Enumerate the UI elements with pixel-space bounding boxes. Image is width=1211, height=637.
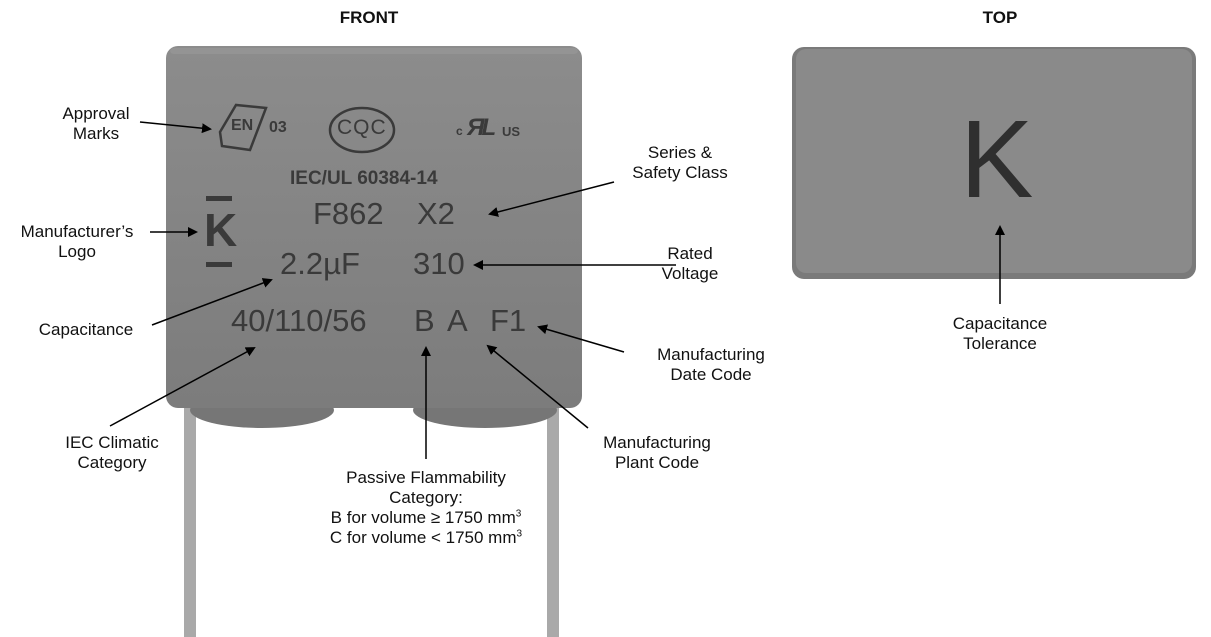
standard-marking: IEC/UL 60384-14 [290, 168, 438, 189]
arrow-date [537, 324, 625, 353]
svg-text:EN: EN [231, 117, 253, 134]
flammability-marking: B [414, 303, 435, 338]
arrow-climatic [109, 347, 256, 427]
ul-mark-icon: ЯL [467, 114, 496, 141]
capacitance-marking: 2.2µF [280, 246, 360, 281]
series-marking: F862 [313, 196, 384, 231]
callout-capacitance: Capacitance [38, 320, 134, 339]
cqc-circle [328, 106, 396, 154]
logo-overbar [206, 196, 232, 201]
arrow-capacitance [151, 278, 273, 326]
safety-class-marking: X2 [417, 196, 455, 231]
en-mark-icon: EN [218, 103, 268, 152]
callout-series-safety: Series &Safety Class [632, 143, 728, 182]
top-heading: TOP [982, 8, 1018, 27]
climatic-marking: 40/110/56 [231, 303, 367, 338]
manufacturer-logo: K [204, 204, 238, 256]
arrow-approval [139, 121, 212, 134]
en-approval-number: 03 [269, 119, 287, 136]
arrow-series [488, 181, 615, 217]
tolerance-marking: K [960, 98, 1034, 221]
front-heading: FRONT [339, 8, 399, 27]
front-body [166, 46, 582, 408]
cube-superscript-c: 3 [516, 528, 523, 540]
cqc-mark: CQC [337, 116, 387, 139]
left-lead [184, 405, 196, 637]
voltage-marking: 310 [413, 246, 465, 281]
cube-superscript-b: 3 [515, 508, 522, 520]
arrow-plant [486, 344, 589, 429]
plant-marking: A [447, 303, 468, 338]
ul-suffix: US [502, 124, 521, 139]
callout-flammability: Passive Flammability Category: B for vol… [329, 468, 523, 547]
top-body [796, 49, 1192, 273]
date-code-marking: F1 [490, 303, 527, 338]
ul-prefix: c [456, 124, 463, 138]
logo-underbar [206, 262, 232, 267]
right-lead [547, 405, 559, 637]
